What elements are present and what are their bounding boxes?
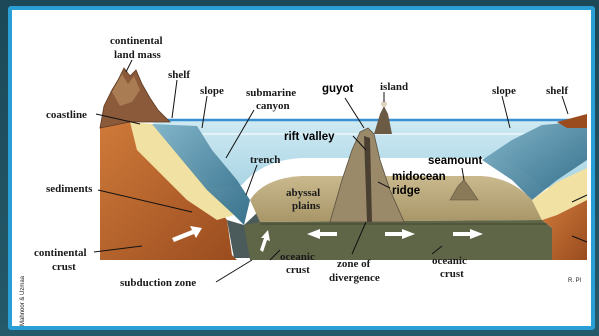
label-guyot: guyot: [322, 83, 353, 95]
label-trench: trench: [250, 154, 280, 166]
label-shelf-left: shelf: [168, 69, 190, 81]
label-oceanic-crust-left-2: crust: [286, 264, 310, 276]
ocean-floor-diagram: continental land mass shelf slope submar…: [12, 10, 591, 326]
continental-land-mass: [100, 68, 170, 128]
label-continental-crust-1: continental: [34, 247, 87, 259]
label-midocean-ridge-1: midocean: [392, 171, 446, 183]
label-sediments: sediments: [46, 183, 93, 195]
label-abyssal-plains-1: abyssal: [286, 187, 320, 199]
label-subduction-zone: subduction zone: [120, 277, 196, 289]
label-submarine-canyon-2: canyon: [256, 100, 290, 112]
label-zone-of-divergence-1: zone of: [337, 258, 371, 270]
label-abyssal-plains-2: plains: [292, 200, 321, 212]
label-seamount: seamount: [428, 155, 482, 167]
label-shelf-right: shelf: [546, 85, 568, 97]
label-slope-right: slope: [492, 85, 516, 97]
label-rift-valley: rift valley: [284, 131, 335, 143]
label-oceanic-crust-right-1: oceanic: [432, 255, 467, 267]
label-continental-crust-2: crust: [52, 261, 76, 273]
label-side-credit: Mahnoor & Uzmaa: [20, 275, 26, 326]
label-island: island: [380, 81, 408, 93]
label-slope-left: slope: [200, 85, 224, 97]
label-continental-land-mass-2: land mass: [114, 49, 161, 61]
label-zone-of-divergence-2: divergence: [329, 272, 380, 284]
label-oceanic-crust-right-2: crust: [440, 268, 464, 280]
label-credit: R. Pl: [568, 278, 581, 284]
label-oceanic-crust-left-1: oceanic: [280, 251, 315, 263]
label-midocean-ridge-2: ridge: [392, 185, 420, 197]
label-coastline: coastline: [46, 109, 87, 121]
label-continental-land-mass-1: continental: [110, 35, 163, 47]
diagram-card: continental land mass shelf slope submar…: [8, 6, 595, 330]
label-submarine-canyon-1: submarine: [246, 87, 296, 99]
